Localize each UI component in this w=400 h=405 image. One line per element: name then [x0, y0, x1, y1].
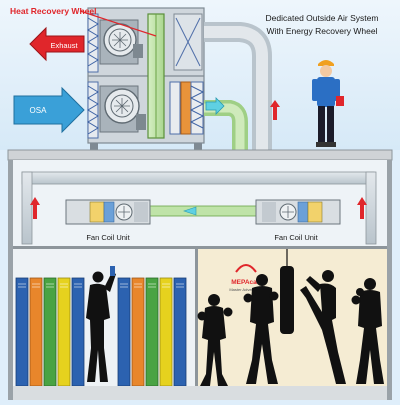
fan-coil-unit-right: Fan Coil Unit — [255, 199, 341, 242]
fan-coil-unit-right-label: Fan Coil Unit — [274, 233, 318, 242]
mepacad-logo: MEPAcad Master Adventures — [229, 264, 263, 292]
boxer-center-silhouette — [243, 274, 279, 384]
exhaust-main-duct — [21, 171, 375, 185]
left-wall — [8, 160, 13, 400]
partition-wall — [195, 249, 198, 400]
diagram-title-line1: Dedicated Outside Air System — [266, 13, 379, 23]
drinking-person-silhouette — [86, 266, 116, 382]
heat-recovery-wheel-pointer — [79, 10, 157, 37]
exhaust-label: Exhaust — [50, 41, 78, 50]
supply-air-arrow — [205, 97, 225, 115]
air-handling-unit — [87, 7, 205, 150]
heat-recovery-wheel-label: Heat Recovery Wheel — [10, 6, 96, 16]
supply-branch-duct — [149, 205, 271, 217]
osa-arrow: OSA — [13, 86, 85, 134]
kicking-fighter-silhouette — [300, 270, 346, 384]
exhaust-fan — [99, 19, 143, 65]
right-wall — [387, 160, 392, 400]
supply-fan — [99, 85, 146, 133]
exhaust-filter — [87, 13, 99, 73]
defending-fighter-silhouette — [351, 278, 384, 384]
plenum-exhaust-arrow-right — [357, 197, 367, 219]
osa-label: OSA — [30, 106, 48, 115]
lockers-left — [15, 277, 85, 387]
punching-bag — [280, 249, 294, 334]
worker-figure — [312, 60, 344, 147]
fan-coil-unit-left-label: Fan Coil Unit — [86, 233, 130, 242]
supply-branch-arrow — [183, 206, 197, 216]
boxer-left-silhouette — [197, 294, 233, 386]
supply-filter — [87, 81, 99, 139]
fan-coil-unit-left: Fan Coil Unit — [65, 199, 151, 242]
lockers-right — [117, 277, 187, 387]
ceiling-line — [13, 246, 387, 249]
exhaust-arrow: Exhaust — [29, 26, 85, 62]
heating-coil — [180, 81, 192, 135]
plenum-exhaust-arrow-left — [30, 197, 40, 219]
roof-slab — [7, 149, 393, 161]
logo-text: MEPAcad — [231, 279, 261, 286]
logo-subtext: Master Adventures — [229, 287, 262, 292]
cooling-coil — [169, 81, 181, 135]
diagram-title-line2: With Energy Recovery Wheel — [266, 26, 377, 36]
roof-exhaust-arrow — [270, 100, 280, 120]
floor — [13, 386, 387, 400]
final-filter — [190, 81, 204, 135]
